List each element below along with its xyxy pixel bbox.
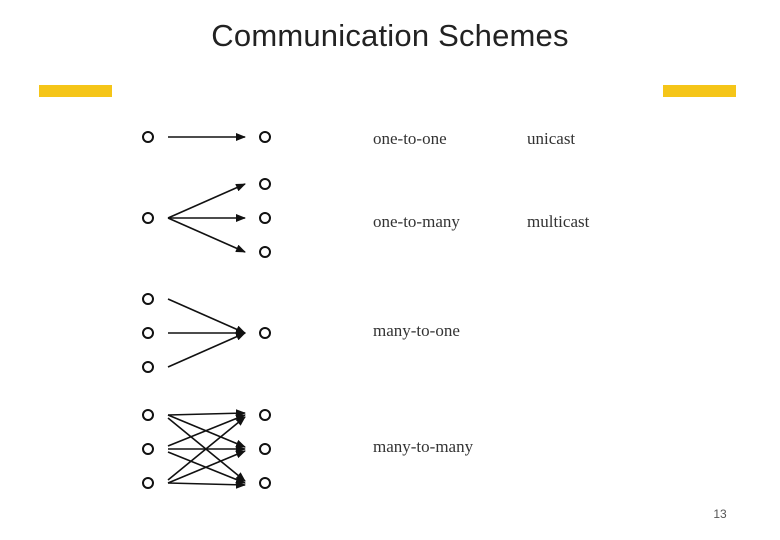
label-one-to-one: one-to-one — [373, 129, 447, 148]
many-to-one-arrow — [167, 298, 246, 334]
one-to-many-target-node — [259, 212, 271, 224]
many-to-one-source-node — [142, 327, 154, 339]
many-to-many-source-node — [142, 409, 154, 421]
many-to-one-source-node — [142, 361, 154, 373]
many-to-many-source-node — [142, 477, 154, 489]
label-many-to-many: many-to-many — [373, 437, 474, 456]
label-multicast: multicast — [527, 212, 590, 231]
many-to-one-source-node — [142, 293, 154, 305]
many-to-many-arrow — [167, 416, 246, 481]
one-to-one-source-node — [142, 131, 154, 143]
one-to-many-arrow — [167, 183, 246, 219]
slide-title: Communication Schemes — [211, 18, 569, 53]
label-one-to-many: one-to-many — [373, 212, 460, 231]
accent-bar-left — [39, 85, 112, 97]
page-number: 13 — [713, 507, 727, 521]
many-to-many-arrow — [167, 414, 246, 447]
many-to-many-source-node — [142, 443, 154, 455]
many-to-one-arrow — [167, 332, 246, 368]
one-to-many-source-node — [142, 212, 154, 224]
one-to-many-target-node — [259, 246, 271, 258]
many-to-many-target-node — [259, 477, 271, 489]
label-unicast: unicast — [527, 129, 576, 148]
one-to-many-arrow — [167, 217, 246, 253]
label-many-to-one: many-to-one — [373, 321, 460, 340]
one-to-one-target-node — [259, 131, 271, 143]
one-to-many-target-node — [259, 178, 271, 190]
many-to-many-target-node — [259, 443, 271, 455]
many-to-one-target-node — [259, 327, 271, 339]
many-to-many-arrow — [167, 409, 246, 418]
many-to-many-arrow — [167, 450, 246, 484]
accent-bar-right — [663, 85, 736, 97]
many-to-many-arrow — [167, 480, 246, 489]
many-to-many-target-node — [259, 409, 271, 421]
